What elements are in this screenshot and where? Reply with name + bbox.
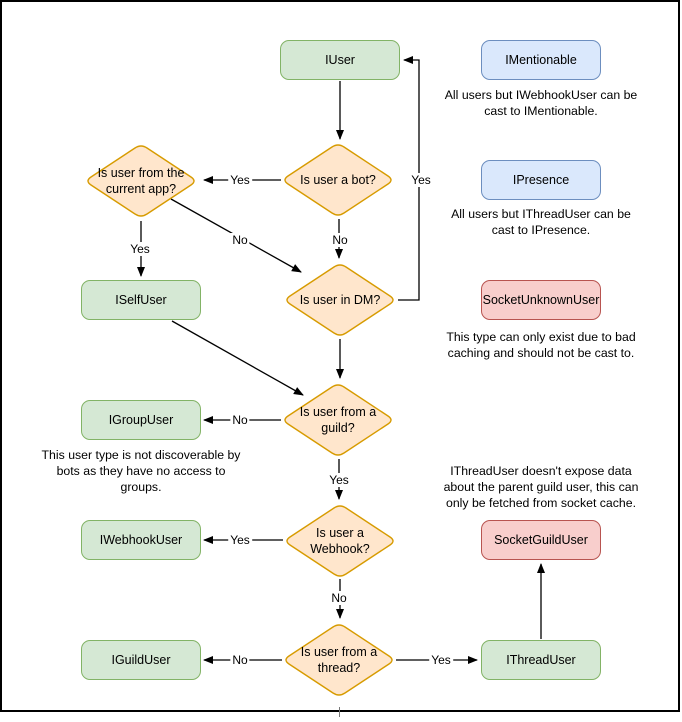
node-socketunknownuser: SocketUnknownUser — [481, 280, 601, 320]
decision-is-user-from-thread: Is user from a thread? — [282, 622, 396, 698]
node-ithreaduser-label: IThreadUser — [506, 652, 576, 667]
node-igroupuser-label: IGroupUser — [108, 412, 174, 427]
diamond-shape — [285, 624, 393, 696]
node-imentionable: IMentionable — [481, 40, 601, 80]
node-ipresence: IPresence — [481, 160, 601, 200]
node-iguilduser: IGuildUser — [81, 640, 201, 680]
note-ithreaduser: IThreadUser doesn't expose data about th… — [443, 464, 639, 510]
node-iwebhookuser: IWebhookUser — [81, 520, 201, 560]
decision-is-user-from-thread-label: Is user from a thread? — [300, 644, 378, 675]
edge-label-webhook-no: No — [329, 591, 349, 605]
edge-label-thread-yes: Yes — [429, 653, 453, 667]
decision-is-user-a-bot-label: Is user a bot? — [300, 172, 376, 187]
edge-label-webhook-yes: Yes — [228, 533, 252, 547]
note-igroupuser: This user type is not discoverable by bo… — [41, 448, 241, 494]
node-iguilduser-label: IGuildUser — [111, 652, 171, 667]
node-socketguilduser-label: SocketGuildUser — [494, 532, 588, 547]
node-ithreaduser: IThreadUser — [481, 640, 601, 680]
edge-label-dm-yes: Yes — [409, 173, 433, 187]
note-ipresence: All users but IThreadUser can be cast to… — [451, 207, 631, 237]
edge-label-app-yes: Yes — [128, 242, 152, 256]
node-socketguilduser: SocketGuildUser — [481, 520, 601, 560]
edge-label-bot-yes: Yes — [228, 173, 252, 187]
edge-label-guild-no: No — [230, 413, 250, 427]
page-divider-tick — [339, 707, 340, 717]
decision-is-user-a-bot: Is user a bot? — [281, 142, 395, 218]
note-imentionable: All users but IWebhookUser can be cast t… — [444, 88, 638, 118]
node-socketunknownuser-label: SocketUnknownUser — [482, 292, 600, 307]
diamond-shape — [284, 144, 392, 216]
edge-label-guild-yes: Yes — [327, 473, 351, 487]
decision-is-user-a-webhook-label: Is user a Webhook? — [310, 525, 370, 556]
diamond-shape — [286, 264, 394, 336]
node-iuser-label: IUser — [325, 52, 355, 67]
decision-is-user-a-webhook: Is user a Webhook? — [283, 503, 397, 579]
node-igroupuser: IGroupUser — [81, 400, 201, 440]
node-iselfuser: ISelfUser — [81, 280, 201, 320]
node-iuser: IUser — [280, 40, 400, 80]
diamond-shape — [286, 505, 394, 577]
decision-is-user-from-current-app-label: Is user from the current app? — [97, 165, 185, 196]
node-iselfuser-label: ISelfUser — [115, 292, 167, 307]
decision-is-user-in-dm-label: Is user in DM? — [299, 292, 381, 307]
diamond-shape — [87, 145, 195, 217]
decision-is-user-from-current-app: Is user from the current app? — [84, 143, 198, 219]
node-iwebhookuser-label: IWebhookUser — [99, 532, 183, 547]
edge-label-thread-no: No — [230, 653, 250, 667]
decision-is-user-from-guild: Is user from a guild? — [281, 382, 395, 458]
diamond-shape — [284, 384, 392, 456]
node-imentionable-label: IMentionable — [505, 52, 577, 67]
edge-label-app-no: No — [230, 233, 250, 247]
node-ipresence-label: IPresence — [512, 172, 570, 187]
edge-label-bot-no: No — [330, 233, 350, 247]
note-socketunknownuser: This type can only exist due to bad cach… — [446, 330, 636, 360]
decision-is-user-from-guild-label: Is user from a guild? — [299, 404, 377, 435]
decision-is-user-in-dm: Is user in DM? — [283, 262, 397, 338]
